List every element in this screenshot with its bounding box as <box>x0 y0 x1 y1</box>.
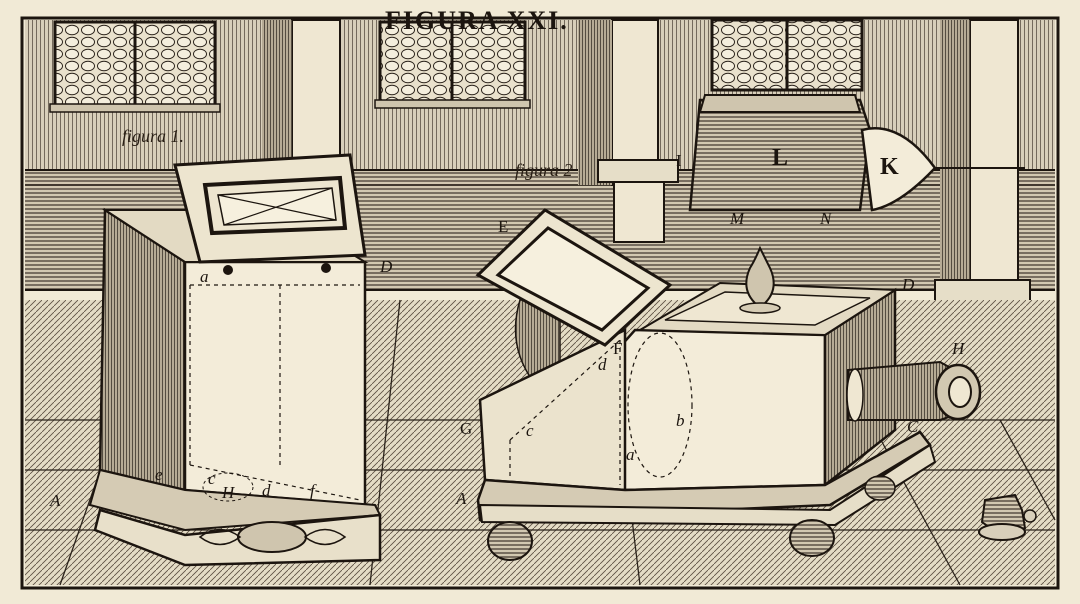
cabinet-right <box>475 208 982 561</box>
label-b: b <box>676 411 685 430</box>
label-K: K <box>880 154 899 180</box>
caption-figura-1: figura 1. <box>122 126 185 146</box>
label-D-right: D <box>902 275 915 294</box>
label-D-left: D <box>380 257 393 276</box>
lantern-box <box>688 94 1025 212</box>
label-a-lid: a <box>200 267 209 286</box>
label-H-right: H <box>952 339 965 358</box>
label-d-left: d <box>262 481 271 500</box>
label-N: N <box>820 209 832 228</box>
label-A-left: A <box>50 491 61 510</box>
window-middle <box>374 20 531 109</box>
label-C: C <box>907 417 919 436</box>
pilaster-2 <box>578 19 679 243</box>
window-left <box>49 20 221 113</box>
label-E: E <box>498 217 509 236</box>
label-c-right: c <box>526 421 534 440</box>
label-e-left: e <box>155 465 163 484</box>
label-F: F <box>613 339 623 358</box>
pilaster-1 <box>262 19 341 171</box>
cabinet-left <box>88 153 382 567</box>
label-A-right: A <box>456 489 467 508</box>
plate-title: FIGURA XXI. <box>385 6 569 35</box>
label-G: G <box>460 419 473 438</box>
window-right <box>710 18 864 92</box>
label-M: M <box>730 209 745 228</box>
pilaster-3 <box>934 19 1031 303</box>
label-c-left: c <box>208 469 216 488</box>
label-H-left: H <box>222 483 235 502</box>
knob <box>978 493 1037 541</box>
label-d-right: d <box>598 355 607 374</box>
label-a-right: a <box>626 445 635 464</box>
label-I: I <box>676 151 682 170</box>
label-f-left: f <box>310 481 315 500</box>
caption-figura-2: figura 2 <box>515 160 573 180</box>
label-L: L <box>772 145 789 171</box>
